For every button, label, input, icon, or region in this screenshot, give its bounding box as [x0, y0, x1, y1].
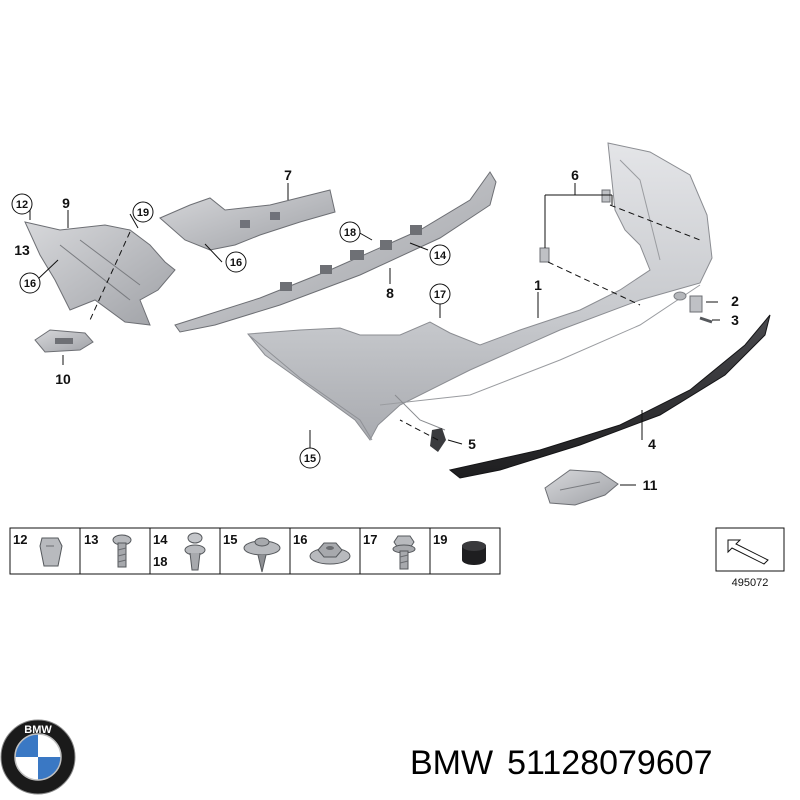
callout-3: 3	[731, 312, 739, 328]
legend-label-19: 19	[433, 532, 447, 547]
orientation-reference: 495072	[715, 527, 785, 589]
hex-screw-icon	[392, 535, 416, 570]
callout-7: 7	[284, 167, 292, 183]
circled-callout-14: 14	[429, 244, 451, 266]
legend-label-14: 14	[153, 532, 168, 547]
part-number: 51128079607	[507, 743, 713, 782]
dashed-guides	[89, 204, 701, 441]
legend-label-16: 16	[293, 532, 307, 547]
svg-text:19: 19	[137, 207, 149, 219]
circled-callout-19: 19	[132, 201, 154, 223]
circled-callout-18: 18	[339, 221, 361, 243]
circled-callout-16-center: 16	[225, 251, 247, 273]
clip-part-3	[699, 316, 713, 324]
callout-10: 10	[55, 371, 71, 387]
svg-text:16: 16	[230, 257, 242, 269]
legend-label-17: 17	[363, 532, 377, 547]
circled-callout-15: 15	[299, 447, 321, 469]
clip-nut-icon	[39, 537, 63, 567]
reference-number: 495072	[732, 577, 769, 589]
callout-11: 11	[643, 477, 658, 493]
svg-text:18: 18	[344, 227, 356, 239]
callout-4: 4	[648, 436, 656, 452]
legend-label-18: 18	[153, 554, 167, 569]
trim-strip-part	[448, 314, 771, 479]
side-bracket-part	[24, 221, 176, 326]
upper-bracket-part	[159, 189, 336, 251]
cover-part-2	[689, 295, 703, 313]
circled-callout-17: 17	[429, 283, 451, 305]
center-bracket-part	[174, 171, 497, 333]
svg-text:15: 15	[304, 453, 316, 465]
callout-2: 2	[731, 293, 739, 309]
clip-part-6	[539, 189, 611, 263]
callout-1: 1	[534, 277, 542, 293]
callout-9: 9	[62, 195, 70, 211]
leader-lines	[29, 183, 720, 486]
flange-nut-icon	[309, 542, 351, 565]
rubber-buffer-icon	[462, 541, 486, 565]
legend-label-13: 13	[84, 532, 98, 547]
svg-text:16: 16	[24, 278, 36, 290]
fastener-legend: 12 13 14 18 15 16 17 19	[9, 527, 501, 575]
expanding-rivet-icon	[184, 532, 206, 571]
legend-label-12: 12	[13, 532, 27, 547]
circled-callout-12: 12	[11, 193, 33, 215]
small-bracket-part-10	[34, 329, 94, 353]
callout-5: 5	[468, 436, 476, 452]
bumper-cover-part	[247, 142, 713, 441]
collar-screw-icon	[243, 537, 281, 573]
callout-8: 8	[386, 285, 394, 301]
legend-label-15: 15	[223, 532, 237, 547]
svg-text:14: 14	[434, 250, 447, 262]
svg-text:17: 17	[434, 289, 446, 301]
callout-6: 6	[571, 167, 579, 183]
bmw-logo: BMW	[0, 719, 76, 795]
svg-text:12: 12	[16, 199, 28, 211]
circled-callout-16-left: 16	[19, 272, 41, 294]
part-caption: BMW 51128079607	[410, 738, 790, 788]
brand-name: BMW	[410, 743, 494, 782]
svg-text:BMW: BMW	[24, 724, 52, 736]
callout-13: 13	[14, 242, 30, 258]
screw-icon	[112, 534, 132, 568]
bracket-part-11	[544, 469, 619, 506]
